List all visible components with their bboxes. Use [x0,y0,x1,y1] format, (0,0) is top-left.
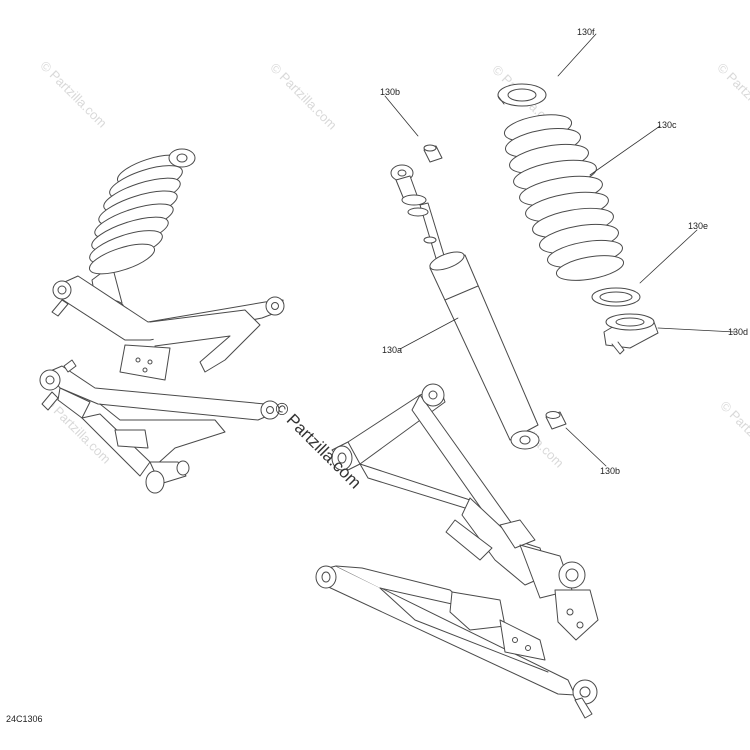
spring-retainer-130f [497,83,547,107]
bushing-130b-top [423,144,443,163]
leader-lines [384,33,736,467]
callout-130d: 130d [728,327,749,337]
bushing-130b-bottom [545,411,567,430]
callout-130e: 130e [688,221,709,231]
callout-130b-top: 130b [380,87,401,97]
lower-a-arm-assembly [315,383,599,719]
assembled-shock [88,148,196,317]
callout-130a: 130a [382,345,403,355]
spring-seat-130e [591,287,641,307]
left-upper-a-arm [51,275,285,381]
callout-130c: 130c [657,120,677,130]
callout-130b-bottom: 130b [600,466,621,476]
coil-spring-130c [503,114,625,281]
left-lower-a-arm [39,359,280,494]
shock-absorber-130a [390,164,540,450]
callout-130f: 130f [577,27,595,37]
figure-code: 24C1306 [6,714,43,724]
adjuster-collar-130d [603,313,659,355]
